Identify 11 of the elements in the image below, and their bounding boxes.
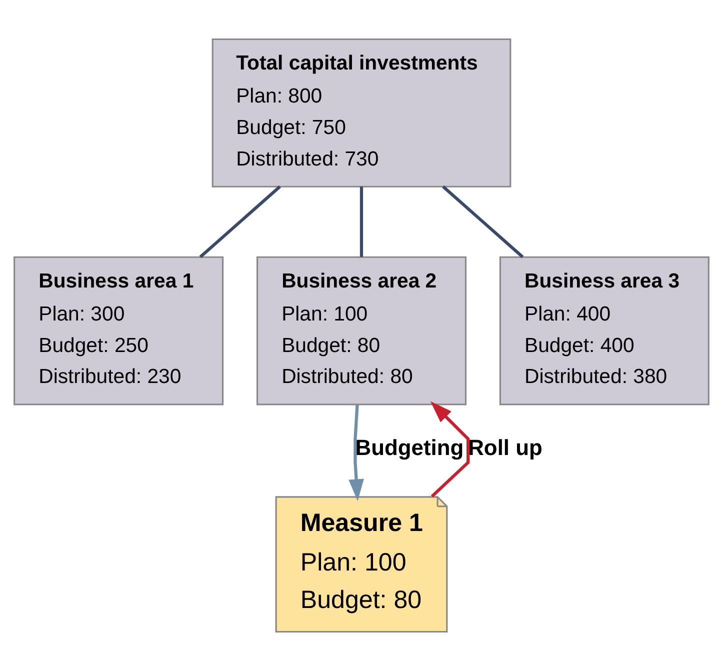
edge-label: Roll up: [468, 434, 542, 460]
node-box: Business area 1 Plan: 300 Budget: 250 Distributed: 230: [14, 256, 224, 405]
node-box: Business area 2 Plan: 100 Budget: 80 Distributed: 80: [256, 256, 467, 405]
arrow: [430, 400, 470, 498]
node-box: Total capital investments Plan: 800 Budget: 750 Distributed: 730: [212, 38, 512, 187]
arrow: [348, 404, 364, 501]
connector: [199, 184, 281, 258]
connector: [442, 184, 524, 258]
edge-label: Budgeting: [355, 434, 464, 460]
node-box: Business area 3 Plan: 400 Budget: 400 Distributed: 380: [499, 256, 710, 405]
connector: [360, 186, 364, 256]
